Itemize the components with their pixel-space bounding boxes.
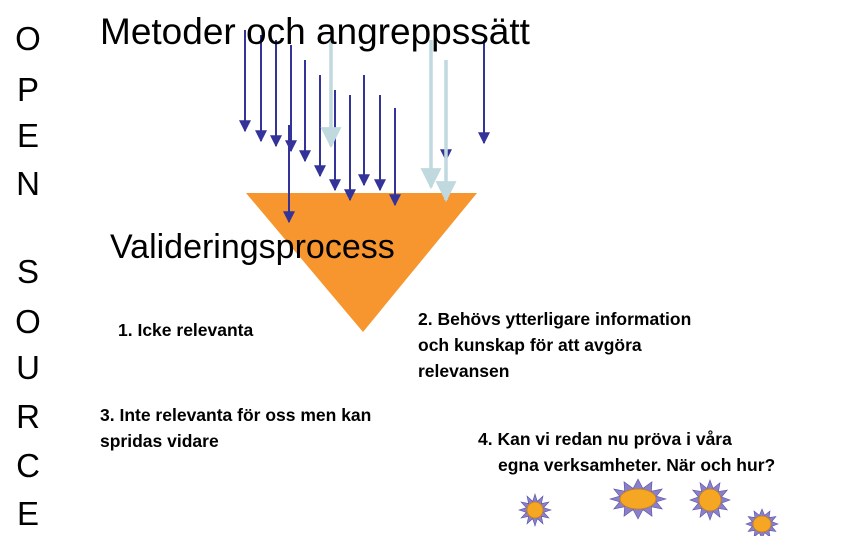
sun-icon — [689, 479, 731, 521]
vertical-letter: O — [15, 303, 41, 340]
statement-line: 1. Icke relevanta — [118, 320, 254, 340]
vertical-letter: E — [16, 117, 39, 154]
vertical-letter: E — [16, 495, 39, 532]
statement-line: spridas vidare — [100, 431, 219, 451]
vertical-letter: R — [16, 398, 40, 435]
statement-line: egna verksamheter. När och hur? — [498, 455, 776, 475]
statement-line: 3. Inte relevanta för oss men kan — [100, 405, 372, 425]
statement-line: relevansen — [418, 361, 510, 381]
statement-3: 3. Inte relevanta för oss men kan sprida… — [100, 402, 371, 454]
sun-icon — [745, 508, 779, 536]
vertical-letter: N — [16, 165, 40, 202]
vertical-letter: S — [16, 253, 39, 290]
vertical-letter: C — [16, 447, 40, 484]
statement-2: 2. Behövs ytterligare information och ku… — [418, 306, 691, 384]
funnel-triangle — [246, 193, 477, 332]
vertical-letter: U — [16, 349, 40, 386]
process-label: Valideringsprocess — [110, 228, 395, 266]
page-title: Metoder och angreppssätt — [100, 11, 530, 52]
statement-4: 4. Kan vi redan nu pröva i våra egna ver… — [478, 426, 775, 478]
statement-1: 1. Icke relevanta — [118, 317, 253, 343]
arrows-group — [239, 30, 490, 224]
statement-line: och kunskap för att avgöra — [418, 335, 642, 355]
statement-line: 2. Behövs ytterligare information — [418, 309, 692, 329]
vertical-letter: O — [15, 20, 41, 57]
sun-icon — [608, 478, 668, 520]
vertical-letter: P — [16, 71, 39, 108]
suns-group — [518, 478, 779, 536]
statement-line: 4. Kan vi redan nu pröva i våra — [478, 429, 732, 449]
sun-icon — [518, 493, 552, 527]
